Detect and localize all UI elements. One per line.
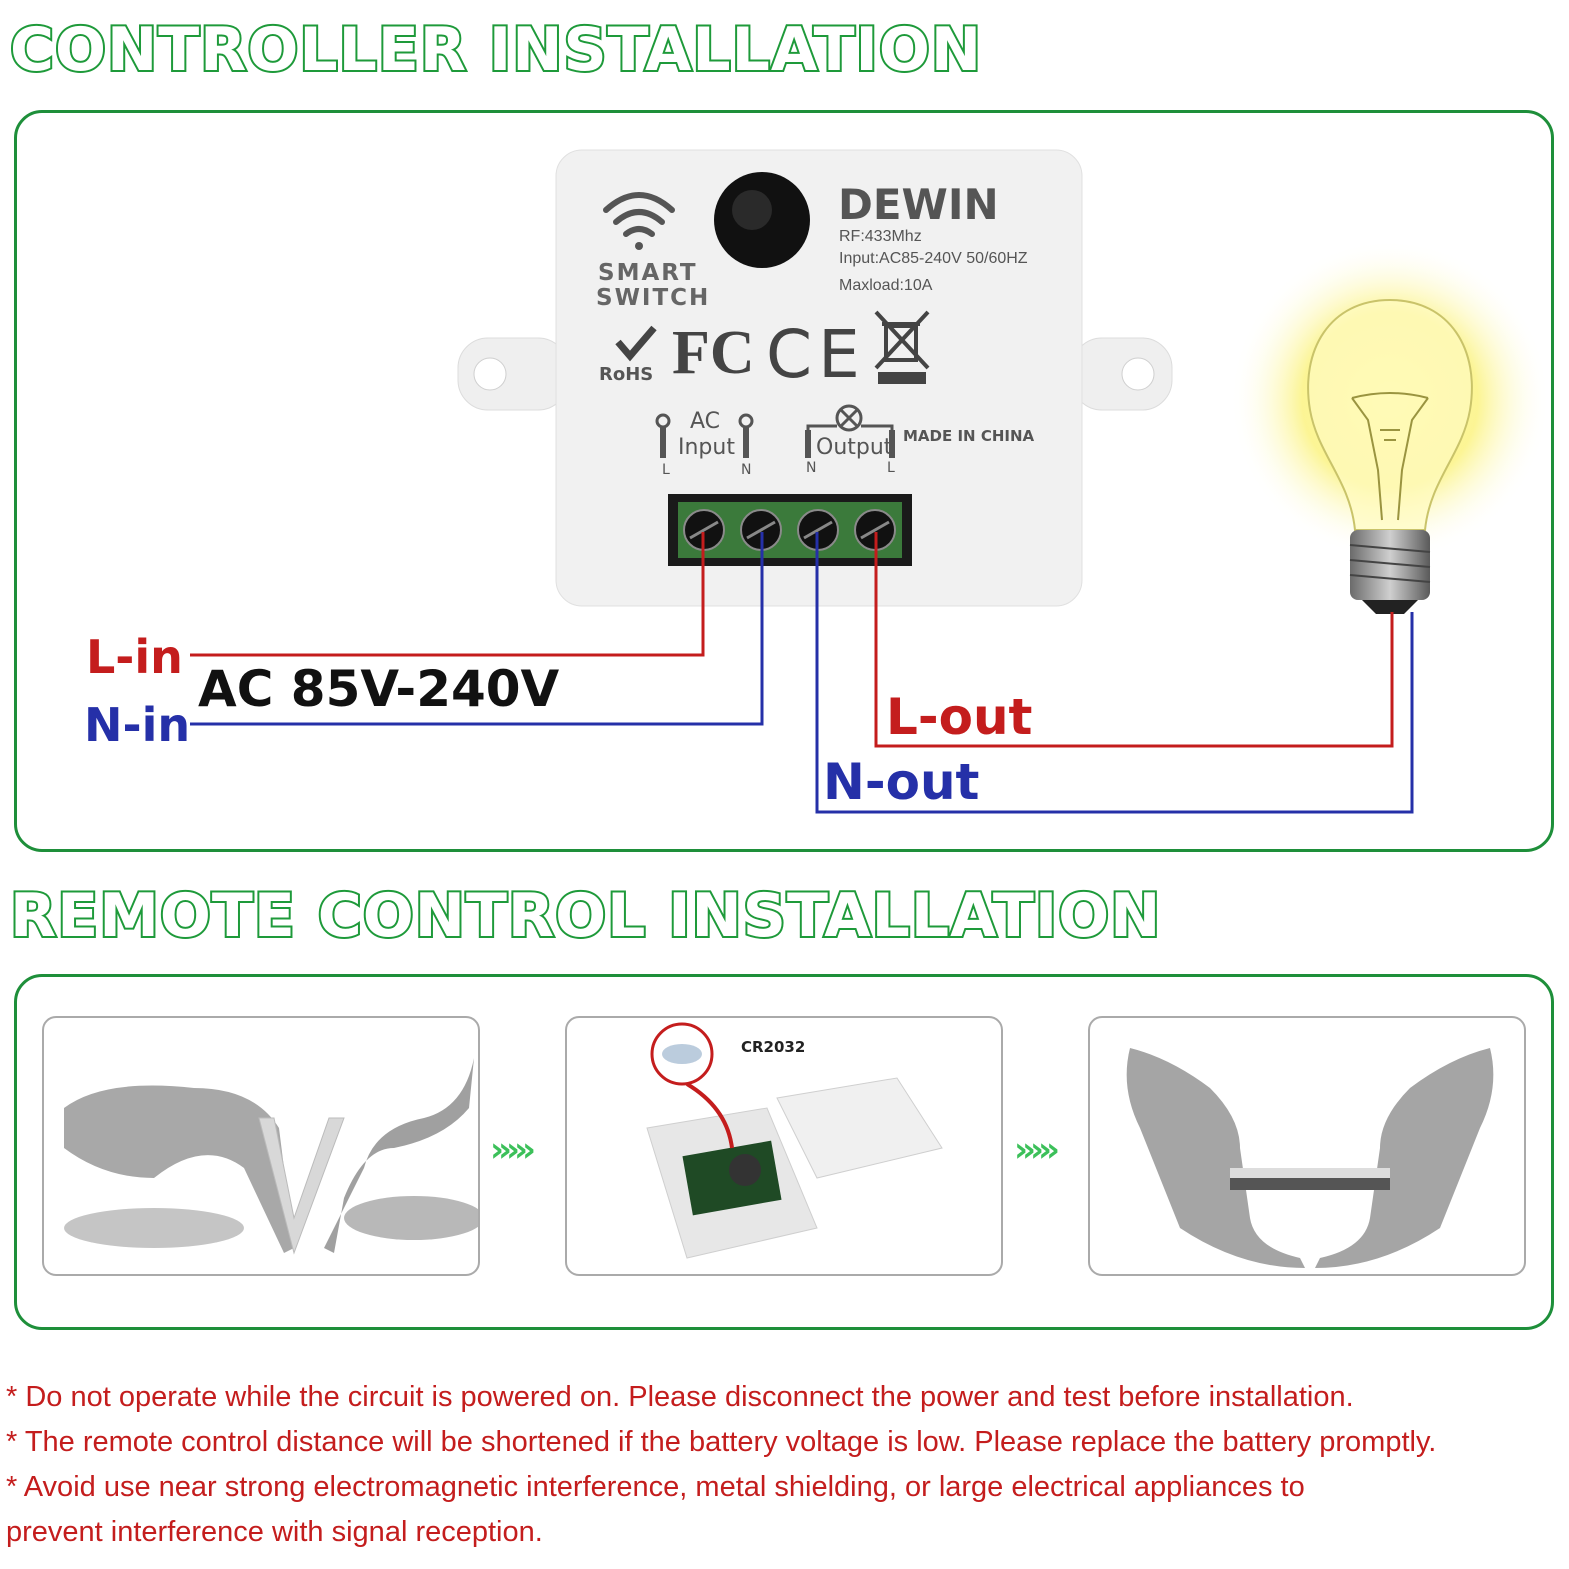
device-left-ear bbox=[457, 337, 569, 411]
l-in-label: L-in bbox=[86, 630, 183, 684]
device-maxload-spec: Maxload:10A bbox=[839, 277, 933, 294]
device-smart-text: SMART bbox=[598, 260, 698, 286]
made-in-label: MADE IN CHINA bbox=[903, 427, 1035, 445]
ac-label: AC bbox=[690, 409, 721, 434]
step-arrow-2-icon: ››››› bbox=[1014, 1130, 1060, 1170]
device-body bbox=[555, 149, 1083, 607]
device-rf-spec: RF:433Mhz bbox=[839, 228, 922, 245]
hands-opening-icon bbox=[64, 1058, 478, 1255]
output-label: Output bbox=[816, 435, 893, 460]
device-input-spec: Input:AC85-240V 50/60HZ bbox=[839, 250, 1028, 267]
device-right-ear bbox=[1071, 337, 1173, 411]
weee-bin-icon bbox=[874, 310, 930, 384]
step-arrow-1-icon: ››››› bbox=[490, 1130, 536, 1170]
l-out-label: L-out bbox=[886, 688, 1033, 746]
note-3: * Avoid use near strong electromagnetic … bbox=[6, 1471, 1305, 1503]
light-bulb-icon bbox=[1230, 240, 1550, 614]
ce-mark: CE bbox=[766, 316, 866, 393]
note-2: * The remote control distance will be sh… bbox=[6, 1426, 1437, 1458]
battery-insert-icon bbox=[646, 1022, 943, 1259]
fc-mark: FC bbox=[672, 319, 755, 387]
wire-n-out bbox=[815, 532, 1414, 814]
n-out-label: N-out bbox=[823, 753, 980, 811]
controller-installation-title: CONTROLLER INSTALLATION bbox=[8, 15, 983, 85]
wire-l-in bbox=[190, 532, 705, 657]
remote-installation-title: REMOTE CONTROL INSTALLATION bbox=[8, 881, 1162, 951]
battery-label: CR2032 bbox=[741, 1038, 806, 1056]
input-terminal-marks bbox=[655, 413, 754, 458]
voltage-label: AC 85V-240V bbox=[198, 660, 560, 718]
note-1: * Do not operate while the circuit is po… bbox=[6, 1381, 1354, 1413]
device-brand: DEWIN bbox=[838, 180, 999, 229]
step-3-close-remote bbox=[1088, 1016, 1526, 1276]
terminal-label-n-in: N bbox=[741, 462, 752, 478]
wiring-diagram bbox=[190, 149, 1550, 814]
wire-l-out bbox=[874, 532, 1394, 748]
terminal-label-l-in: L bbox=[662, 462, 670, 478]
device-switch-text: SWITCH bbox=[596, 285, 711, 311]
note-3-continued: prevent interference with signal recepti… bbox=[6, 1516, 543, 1548]
output-lamp-symbol bbox=[805, 404, 895, 458]
terminal-label-n-out: N bbox=[806, 460, 817, 476]
step-1-open-remote bbox=[42, 1016, 480, 1276]
rohs-check-icon bbox=[615, 325, 657, 362]
step-2-insert-battery: CR2032 bbox=[565, 1016, 1003, 1276]
wifi-icon bbox=[603, 192, 675, 250]
rohs-mark: RoHS bbox=[599, 364, 654, 385]
terminal-label-l-out: L bbox=[887, 460, 895, 476]
wire-n-in bbox=[190, 532, 764, 726]
hands-closing-icon bbox=[1126, 1048, 1494, 1268]
input-label: Input bbox=[678, 435, 735, 460]
n-in-label: N-in bbox=[84, 698, 191, 752]
